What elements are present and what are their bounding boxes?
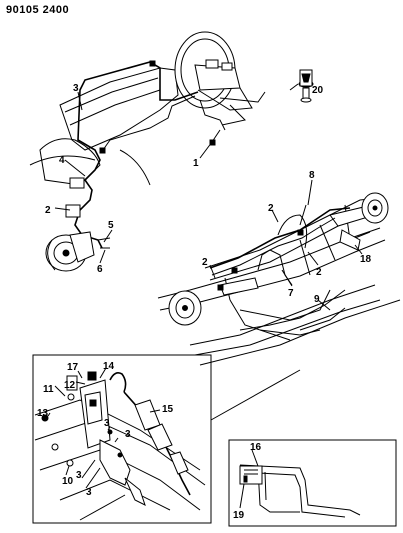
diagram-code: 90105 2400 bbox=[6, 4, 70, 16]
callout-2: 2 bbox=[268, 203, 274, 214]
detail-inset bbox=[228, 439, 397, 527]
callout-11: 11 bbox=[43, 384, 54, 395]
front-assembly bbox=[29, 31, 314, 272]
inset-frame bbox=[32, 354, 212, 524]
callout-2: 2 bbox=[202, 257, 208, 268]
callout-3: 3 bbox=[86, 487, 92, 498]
callout-16: 16 bbox=[250, 442, 262, 453]
callout-9: 9 bbox=[314, 294, 320, 305]
callout-19: 19 bbox=[233, 510, 245, 521]
callout-2: 2 bbox=[316, 267, 322, 278]
callout-labels: 3 1 4 2 5 6 20 8 2 2 2 7 18 9 17 14 12 1… bbox=[37, 83, 372, 521]
callout-6: 6 bbox=[97, 264, 103, 275]
callout-8: 8 bbox=[309, 170, 315, 181]
parking-brake-inset bbox=[32, 354, 212, 524]
callout-13: 13 bbox=[37, 408, 49, 419]
callout-3: 3 bbox=[104, 418, 110, 429]
callout-20: 20 bbox=[312, 85, 324, 96]
callout-3: 3 bbox=[76, 470, 82, 481]
callout-14: 14 bbox=[103, 361, 115, 372]
callout-17: 17 bbox=[67, 362, 79, 373]
callout-7: 7 bbox=[288, 288, 294, 299]
callout-10: 10 bbox=[62, 476, 74, 487]
detail-frame bbox=[228, 439, 397, 527]
leader-lines bbox=[47, 83, 363, 509]
callout-2: 2 bbox=[45, 205, 51, 216]
rear-assembly bbox=[157, 192, 401, 366]
callout-12: 12 bbox=[64, 380, 76, 391]
callout-18: 18 bbox=[360, 254, 372, 265]
inset-leader bbox=[210, 369, 301, 421]
callout-15: 15 bbox=[162, 404, 174, 415]
callout-1: 1 bbox=[193, 158, 199, 169]
callout-3: 3 bbox=[125, 429, 131, 440]
callout-5: 5 bbox=[108, 220, 114, 231]
callout-3: 3 bbox=[73, 83, 79, 94]
part-20-fitting bbox=[298, 69, 314, 103]
callout-4: 4 bbox=[59, 155, 65, 166]
